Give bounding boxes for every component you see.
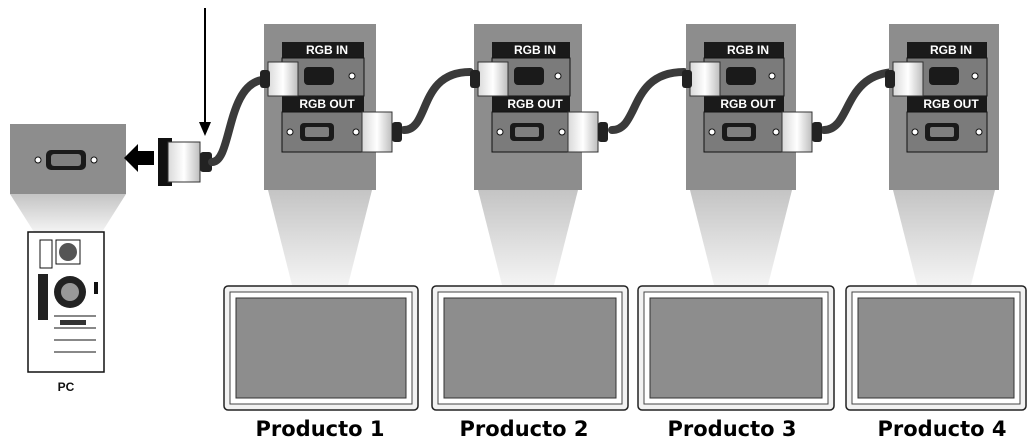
screw-icon <box>496 128 504 136</box>
screw-icon <box>554 72 562 80</box>
screw-icon <box>768 72 776 80</box>
rgb-in-label: RGB IN <box>514 43 556 57</box>
product-monitor-icon <box>845 285 1027 411</box>
rgb-out-plug <box>361 111 393 153</box>
zoom-beam <box>478 190 578 285</box>
rgb-in-plug <box>689 61 721 97</box>
screw-icon <box>911 128 919 136</box>
pc-rear-panel <box>10 124 126 232</box>
vga-pins <box>727 127 751 137</box>
pc-vga-port <box>34 150 98 170</box>
product-1-label: Producto 1 <box>256 417 385 441</box>
screw-icon <box>772 128 780 136</box>
rgb-in-header <box>704 42 784 58</box>
screw-icon <box>352 128 360 136</box>
rgb-out-header <box>907 96 987 112</box>
pc-label: PC <box>58 380 75 394</box>
product-3-label: Producto 3 <box>668 417 797 441</box>
rgb-in-plug <box>267 61 299 97</box>
pc-zoom-beam <box>10 194 126 232</box>
product-2-label: Producto 2 <box>460 417 589 441</box>
rgb-in-plug <box>892 61 924 97</box>
screw-icon <box>975 128 983 136</box>
product-4-group: RGB IN RGB OUT Producto 4 <box>845 24 1027 441</box>
screw-icon <box>708 128 716 136</box>
rgb-out-plug <box>781 111 813 153</box>
rgb-out-header <box>282 96 364 112</box>
rgb-in-vga-port <box>514 67 544 85</box>
rgb-out-label: RGB OUT <box>923 97 979 111</box>
pc-tower-icon <box>27 231 105 373</box>
rgb-in-plug <box>477 61 509 97</box>
rgb-out-header <box>492 96 570 112</box>
zoom-beam <box>893 190 995 285</box>
plug-boot <box>392 122 402 142</box>
screw-icon <box>286 128 294 136</box>
rgb-out-plug <box>567 111 599 153</box>
plug-boot <box>885 70 895 88</box>
rgb-out-label: RGB OUT <box>299 97 355 111</box>
product-4-label: Producto 4 <box>878 417 1007 441</box>
insert-arrow <box>199 8 211 136</box>
rgb-out-header <box>704 96 784 112</box>
pc-cable-plug <box>158 138 212 186</box>
vga-pins <box>305 127 329 137</box>
plug-boot <box>260 70 270 88</box>
rgb-out-label: RGB OUT <box>720 97 776 111</box>
product-monitor-icon <box>637 285 835 411</box>
rgb-in-label: RGB IN <box>727 43 769 57</box>
rgb-in-header <box>907 42 987 58</box>
product-monitor-icon <box>223 285 419 411</box>
zoom-beam <box>690 190 792 285</box>
product-3-group: RGB IN RGB OUT Producto 3 <box>637 24 835 441</box>
plug-boot <box>682 70 692 88</box>
product-monitor-icon <box>431 285 629 411</box>
rgb-in-header <box>492 42 570 58</box>
vga-pins <box>515 127 539 137</box>
screw-icon <box>348 72 356 80</box>
rgb-in-vga-port <box>304 67 334 85</box>
plug-boot <box>470 70 480 88</box>
product-1-group: RGB IN RGB OUT Producto 1 <box>223 24 419 441</box>
rgb-in-vga-port <box>929 67 959 85</box>
screw-icon <box>558 128 566 136</box>
pc-direction-arrow <box>124 144 154 172</box>
rgb-in-header <box>282 42 364 58</box>
zoom-beam <box>268 190 372 285</box>
daisy-chain-cables <box>208 68 902 166</box>
rgb-in-label: RGB IN <box>930 43 972 57</box>
rgb-out-label: RGB OUT <box>507 97 563 111</box>
vga-pins <box>930 127 954 137</box>
rgb-in-label: RGB IN <box>306 43 348 57</box>
product-2-group: RGB IN RGB OUT Producto 2 <box>431 24 629 441</box>
plug-boot <box>598 122 608 142</box>
rgb-in-vga-port <box>726 67 756 85</box>
screw-icon <box>971 72 979 80</box>
plug-boot <box>812 122 822 142</box>
